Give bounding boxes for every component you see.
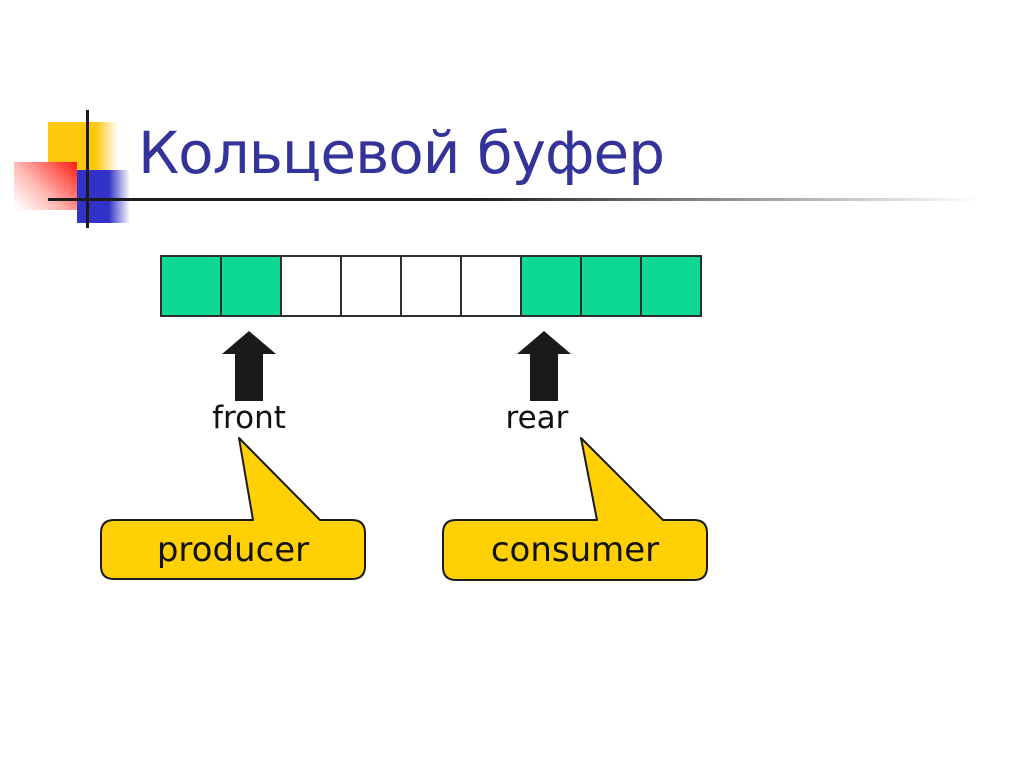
buffer-cell-empty	[460, 255, 522, 317]
consumer-callout-label: consumer	[490, 529, 660, 570]
buffer-cell-filled	[580, 255, 642, 317]
buffer-cell-empty	[400, 255, 462, 317]
buffer-cell-filled	[520, 255, 582, 317]
logo-red-square	[14, 162, 77, 210]
rear-pointer-label: rear	[505, 400, 569, 436]
slide-title: Кольцевой буфер	[138, 119, 665, 187]
title-underline	[48, 198, 990, 201]
rear-arrow-up-icon	[517, 331, 571, 401]
producer-callout-label: producer	[156, 529, 310, 570]
buffer-cell-filled	[160, 255, 222, 317]
buffer-cell-filled	[640, 255, 702, 317]
producer-callout	[100, 437, 366, 580]
buffer-cell-empty	[280, 255, 342, 317]
logo-vertical-line	[86, 110, 89, 228]
front-pointer-label: front	[212, 400, 286, 436]
buffer-cell-filled	[220, 255, 282, 317]
ring-buffer-row	[160, 255, 702, 317]
front-arrow-up-icon	[222, 331, 276, 401]
logo-blue-square	[77, 170, 130, 223]
buffer-cell-empty	[340, 255, 402, 317]
consumer-callout	[442, 437, 708, 581]
